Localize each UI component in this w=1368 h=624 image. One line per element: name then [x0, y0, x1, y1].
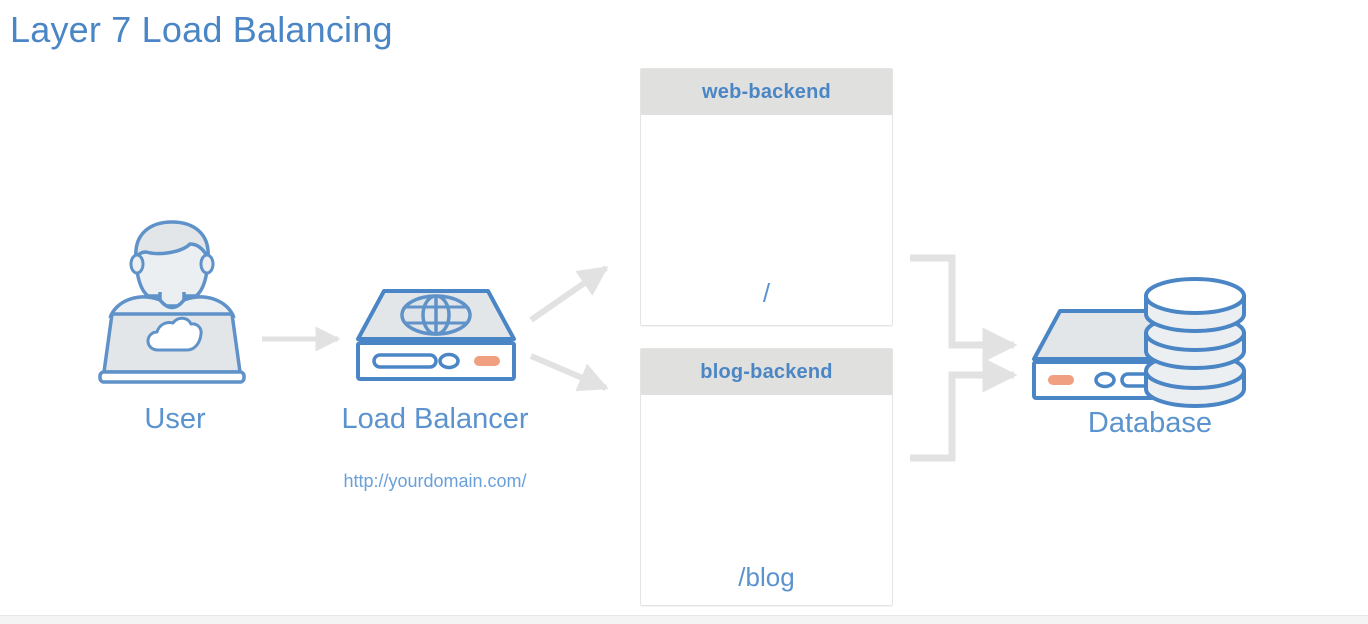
- footer-divider: [0, 615, 1368, 616]
- backend-box-web-body: /: [641, 115, 892, 325]
- connector-web-backend-to-database: [910, 254, 1018, 363]
- backend-box-blog-body: /blog: [641, 395, 892, 605]
- backend-box-blog-title: blog-backend: [641, 349, 892, 395]
- user-laptop-icon: [98, 220, 246, 384]
- backend-box-web-path-label: /: [762, 278, 771, 308]
- backend-box-blog[interactable]: blog-backend /blog: [640, 348, 893, 606]
- user-label: User: [144, 403, 206, 435]
- connector-blog-backend-to-database: [910, 357, 1018, 462]
- cloud-icon: [146, 316, 203, 352]
- load-balancer-url-label: http://yourdomain.com/: [343, 471, 527, 491]
- load-balancer-label: Load Balancer: [341, 403, 529, 435]
- load-balancer-server-icon: [356, 289, 516, 381]
- database-label: Database: [1087, 407, 1213, 439]
- database-disc-stack: [1144, 277, 1246, 408]
- backend-box-blog-path-label: /blog: [738, 562, 795, 592]
- connector-lb-to-web-backend: [529, 265, 609, 323]
- connector-lb-to-blog-backend: [529, 353, 609, 392]
- footer-strip: [0, 616, 1368, 624]
- backend-box-web-title: web-backend: [641, 69, 892, 115]
- backend-box-web[interactable]: web-backend /: [640, 68, 893, 326]
- page-title: Layer 7 Load Balancing: [10, 9, 393, 50]
- database-server-icon: [1032, 277, 1246, 408]
